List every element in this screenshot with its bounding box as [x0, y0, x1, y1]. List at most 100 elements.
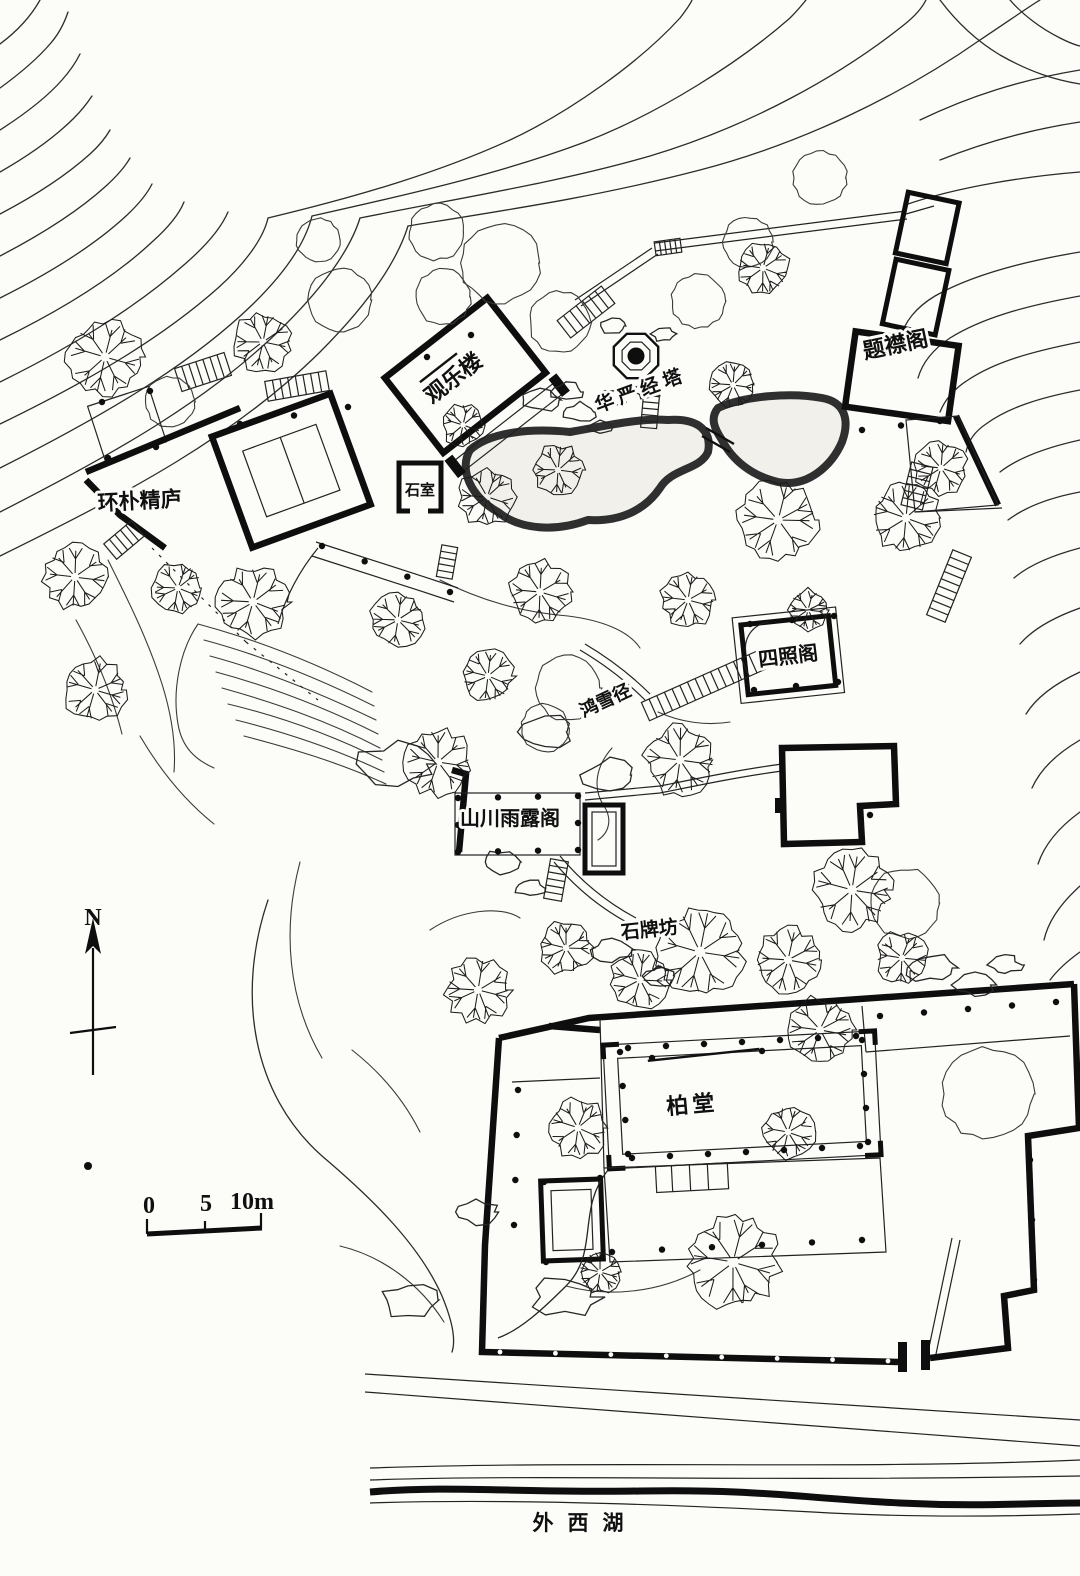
column-dot [1052, 998, 1060, 1006]
column-dot [792, 682, 800, 690]
tree-symbol [150, 563, 203, 615]
column-dot [152, 443, 160, 451]
column-dot [510, 1221, 518, 1229]
tree-symbol [40, 541, 110, 611]
tree-symbol [508, 557, 575, 624]
column-dot [446, 588, 454, 596]
contour-lines [0, 0, 1080, 1353]
building-shishi [396, 460, 444, 515]
rock-blob [905, 953, 961, 982]
buildings [83, 189, 1080, 1372]
column-dot [467, 331, 475, 339]
label-sizhaoge: 四照阁 [757, 640, 819, 671]
rock-blob [355, 739, 438, 788]
column-dot [776, 1036, 784, 1044]
column-dot [864, 1138, 872, 1146]
tree-symbol [811, 847, 895, 934]
canopy-circle [295, 217, 341, 263]
rock-blob [648, 327, 678, 343]
rock-blob [950, 971, 999, 998]
column-dot [454, 821, 462, 829]
north-letter: N [84, 905, 102, 931]
stair-steps [900, 461, 934, 511]
column-dot [742, 1148, 750, 1156]
tree-symbol [65, 655, 129, 721]
column-dot [936, 417, 944, 425]
building-guanlelou [380, 293, 570, 479]
building-tijinge [841, 189, 1003, 513]
column-dot [662, 1042, 670, 1050]
column-dot [318, 542, 326, 550]
column-dot [860, 1070, 868, 1078]
column-dot [622, 1116, 629, 1124]
tree-symbol [402, 727, 472, 800]
rock-blob [522, 387, 564, 412]
tree-symbol [708, 361, 755, 408]
stair-steps [264, 370, 330, 402]
stair-steps [640, 650, 766, 722]
stair-steps [925, 549, 973, 623]
tree-symbol [735, 479, 821, 562]
column-dot [814, 1034, 822, 1042]
column-dot [858, 1236, 866, 1244]
column-dot [758, 1241, 766, 1249]
column-dot [964, 1005, 972, 1013]
tree-symbol [609, 948, 673, 1010]
tree-symbol [738, 242, 791, 295]
scale-tick-0: 0 [143, 1193, 155, 1219]
label-hongxuejing: 鸿雪径 [576, 679, 634, 722]
column-dot [818, 1144, 826, 1152]
column-dot [514, 1086, 522, 1094]
scale-tick-10m: 10m [230, 1189, 274, 1215]
column-dot [497, 1349, 503, 1355]
rock-blob [587, 419, 614, 434]
column-dot [1028, 1216, 1036, 1224]
scale-tick-5: 5 [200, 1191, 212, 1217]
column-dot [628, 1154, 636, 1162]
column-dot [344, 403, 352, 411]
rock-blob [381, 1283, 441, 1318]
tree-symbol [457, 466, 519, 525]
tree-symbol [641, 722, 714, 798]
pagoda-inner [621, 341, 651, 371]
rock-blob [516, 714, 572, 749]
column-dot [808, 1239, 816, 1246]
stair-steps [542, 858, 570, 902]
canopy-circle [792, 149, 848, 205]
column-dot [700, 1040, 708, 1048]
road [364, 1373, 1080, 1447]
label-shishi: 石室 [404, 481, 435, 499]
rock-blob [641, 965, 676, 987]
column-dot [738, 1038, 746, 1046]
canopy-circle [941, 1046, 1036, 1140]
column-dot [920, 1009, 928, 1016]
canopy-circle [144, 375, 197, 428]
rock-blob [596, 389, 627, 407]
rock-blob [985, 953, 1026, 975]
building-huanpujinglu [83, 385, 459, 603]
label-huanpujinglu: 环朴精庐 [97, 487, 182, 515]
tree-symbol [877, 931, 929, 984]
tree-symbol [655, 907, 747, 994]
label-huayanjingta: 华严经塔 [592, 363, 690, 417]
tree-symbol [540, 920, 596, 975]
column-dot [534, 847, 542, 854]
column-dot [830, 1357, 835, 1363]
column-dot [750, 686, 758, 694]
tree-symbol [686, 1213, 784, 1310]
tree-symbol [462, 648, 518, 701]
canopy-circle [670, 273, 727, 330]
column-dot [780, 1146, 788, 1154]
column-dot [534, 820, 542, 827]
tree-symbol [442, 403, 486, 448]
column-dot [648, 1054, 656, 1062]
column-dot [619, 1082, 626, 1090]
stairways [102, 237, 973, 902]
canopy-circle [408, 202, 465, 262]
canopy-circle [460, 223, 541, 305]
rock-blob [600, 317, 627, 334]
column-dot [404, 573, 411, 580]
north-arrow: N [69, 905, 117, 1170]
tree-symbol [786, 586, 830, 633]
column-dot [574, 792, 582, 800]
